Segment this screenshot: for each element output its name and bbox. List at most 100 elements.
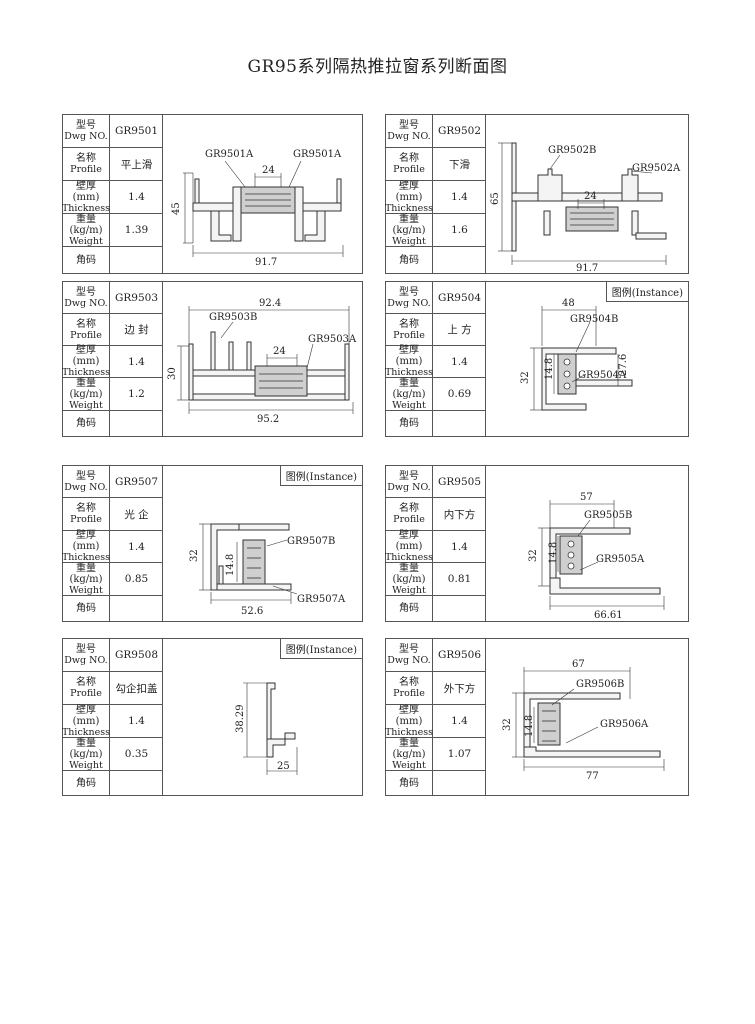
label-profile-en: Profile xyxy=(70,688,102,699)
value-corner xyxy=(433,771,486,795)
dimension-label: 77 xyxy=(586,771,599,782)
label-weight-cn: 重量 (kg/m) xyxy=(392,377,426,400)
label-weight-cn: 重量 (kg/m) xyxy=(69,737,103,760)
dimension-label: 32 xyxy=(502,718,513,731)
value-profile: 内下方 xyxy=(443,508,476,521)
label-model-cn: 型号 xyxy=(76,470,96,482)
label-profile-en: Profile xyxy=(393,688,425,699)
value-model: GR9506 xyxy=(437,649,481,661)
profile-drawing: 图例(Instance) 48 GR9504B 14.8 27.6 GR9504… xyxy=(486,281,689,436)
dimension-label: 24 xyxy=(273,346,286,357)
value-weight: 1.2 xyxy=(128,388,145,400)
value-corner xyxy=(110,771,163,795)
label-thickness-en: Thickness xyxy=(384,726,434,738)
callout-label: GR9504A xyxy=(578,370,627,381)
callout-label: GR9501A xyxy=(293,149,342,160)
label-model-cn: 型号 xyxy=(76,120,96,131)
label-model-cn: 型号 xyxy=(399,644,419,655)
row-thickness: 壁厚 (mm)Thickness 1.4 xyxy=(384,705,486,738)
label-thickness-en: Thickness xyxy=(61,367,111,378)
callout-label: GR9503A xyxy=(308,334,357,345)
profile-section-gr9503: GR9503B GR9503A 92.4 24 30 95.2 xyxy=(167,298,357,425)
label-model-cn: 型号 xyxy=(399,470,419,482)
value-model: GR9503 xyxy=(114,291,158,304)
dimension-label: 91.7 xyxy=(576,263,598,274)
label-profile-cn: 名称 xyxy=(76,153,96,164)
label-thickness-cn: 壁厚 (mm) xyxy=(395,530,423,552)
label-profile-cn: 名称 xyxy=(76,318,96,330)
value-weight: 0.69 xyxy=(447,388,472,400)
label-model-en: Dwg NO. xyxy=(387,655,431,666)
label-corner: 角码 xyxy=(399,777,419,789)
label-thickness-cn: 壁厚 (mm) xyxy=(72,345,100,367)
profile-drawing: GR9501A GR9501A 24 45 91.7 xyxy=(163,115,362,273)
row-weight: 重量 (kg/m)Weight 0.35 xyxy=(63,738,163,771)
row-thickness: 壁厚 (mm)Thickness 1.4 xyxy=(61,181,163,214)
value-weight: 1.39 xyxy=(124,224,149,236)
row-weight: 重量 (kg/m)Weight 1.39 xyxy=(63,214,163,247)
label-weight-cn: 重量 (kg/m) xyxy=(69,377,103,400)
value-weight: 0.85 xyxy=(124,573,149,585)
label-thickness-en: Thickness xyxy=(61,552,111,563)
row-thickness: 壁厚 (mm)Thickness 1.4 xyxy=(385,530,486,563)
row-thickness: 壁厚 (mm)Thickness 1.4 xyxy=(385,345,486,378)
dimension-label: 92.4 xyxy=(259,298,281,309)
value-model: GR9508 xyxy=(114,649,158,661)
value-model: GR9505 xyxy=(437,475,481,488)
row-weight: 重量 (kg/m)Weight 0.69 xyxy=(386,378,486,411)
label-profile-cn: 名称 xyxy=(76,503,96,514)
dimension-label: 24 xyxy=(584,191,597,202)
label-weight-cn: 重量 (kg/m) xyxy=(69,213,103,236)
page-title: GR95系列隔热推拉窗系列断面图 xyxy=(247,57,508,77)
label-profile-cn: 名称 xyxy=(399,503,419,514)
dimension-label: 14.8 xyxy=(548,542,559,564)
value-thickness: 1.4 xyxy=(128,191,145,203)
label-weight-cn: 重量 (kg/m) xyxy=(392,213,426,236)
value-thickness: 1.4 xyxy=(451,540,468,553)
value-corner xyxy=(110,247,163,273)
dimension-label: 65 xyxy=(490,192,501,205)
profile-drawing: GR9502B GR9502A 24 65 91.7 xyxy=(486,115,688,274)
dimension-label: 48 xyxy=(562,298,575,309)
value-weight: 1.07 xyxy=(447,748,472,760)
label-profile-cn: 名称 xyxy=(399,677,419,688)
row-corner: 角码 xyxy=(63,596,163,621)
callout-label: GR9503B xyxy=(209,312,257,323)
row-thickness: 壁厚 (mm)Thickness 1.4 xyxy=(61,345,163,378)
value-corner xyxy=(433,247,486,273)
label-weight-en: Weight xyxy=(69,584,103,596)
value-thickness: 1.4 xyxy=(451,191,468,203)
label-weight-cn: 重量 (kg/m) xyxy=(392,737,426,760)
callout-label: GR9501A xyxy=(205,149,254,160)
label-model-en: Dwg NO. xyxy=(64,481,108,493)
profile-section-gr9504: 48 GR9504B 14.8 27.6 GR9504A 32 xyxy=(520,298,633,411)
value-profile: 上 方 xyxy=(447,324,472,336)
label-model-cn: 型号 xyxy=(76,644,96,655)
label-thickness-cn: 壁厚 (mm) xyxy=(72,530,100,552)
value-thickness: 1.4 xyxy=(128,355,145,368)
label-thickness-en: Thickness xyxy=(61,202,111,214)
dimension-label: 24 xyxy=(262,165,275,176)
dimension-label: 57 xyxy=(580,492,593,503)
dimension-label: 27.6 xyxy=(618,354,629,376)
label-profile-cn: 名称 xyxy=(399,318,419,330)
label-weight-en: Weight xyxy=(392,399,426,411)
